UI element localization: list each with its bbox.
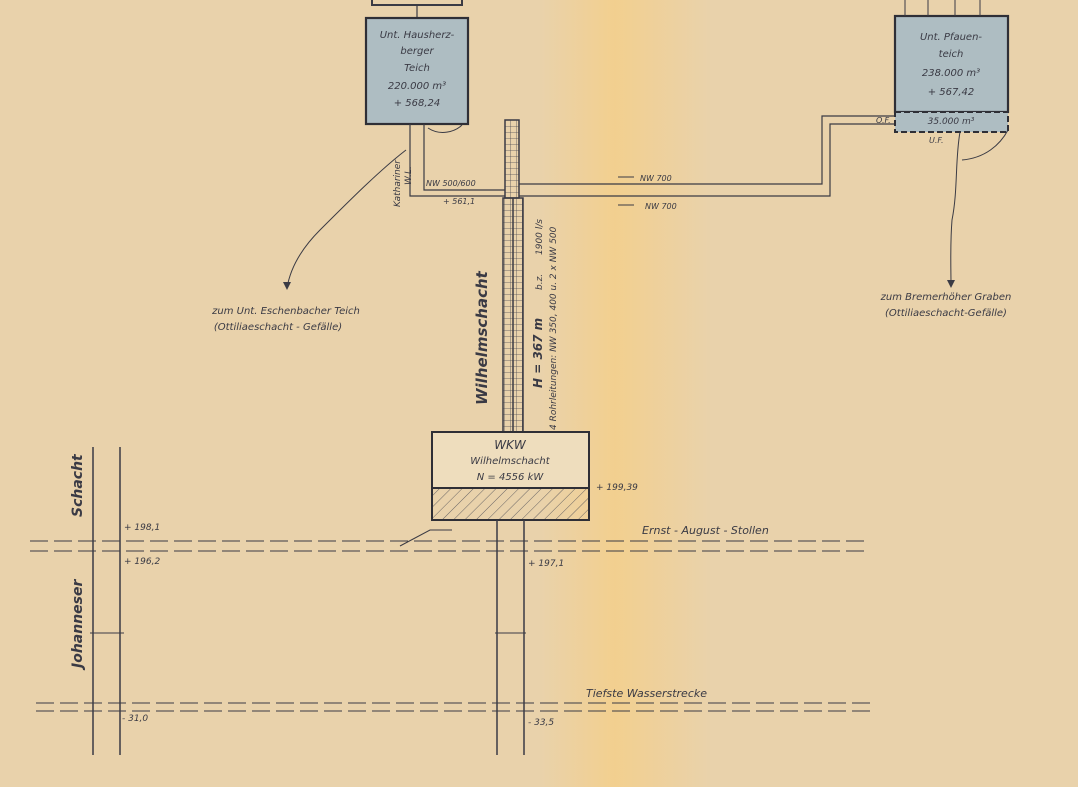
svg-text:(Ottiliaeschacht-Gefälle): (Ottiliaeschacht-Gefälle) <box>885 308 1007 319</box>
pfauen-inflows <box>904 0 981 16</box>
svg-text:220.000 m³: 220.000 m³ <box>388 81 446 92</box>
svg-text:NW 700: NW 700 <box>640 174 672 183</box>
svg-text:Wilhelmschacht: Wilhelmschacht <box>473 270 491 405</box>
svg-text:Wilhelmschacht: Wilhelmschacht <box>470 456 550 467</box>
tiefste-wasserstrecke <box>36 702 870 712</box>
svg-text:+ 561,1: + 561,1 <box>443 197 475 206</box>
ernst-august-stollen <box>30 540 865 552</box>
svg-text:+ 197,1: + 197,1 <box>528 559 564 569</box>
svg-text:b.z.: b.z. <box>535 274 545 290</box>
svg-text:Tiefste Wasserstrecke: Tiefste Wasserstrecke <box>586 687 707 700</box>
svg-text:- 31,0: - 31,0 <box>122 714 148 724</box>
arrow-icon <box>283 282 291 290</box>
eschenbach-curve <box>286 149 407 289</box>
svg-text:+ 196,2: + 196,2 <box>124 557 160 567</box>
svg-text:berger: berger <box>400 46 434 57</box>
outflow-pipe-left-2 <box>423 124 505 191</box>
svg-text:35.000 m³: 35.000 m³ <box>928 117 975 127</box>
svg-text:U.F.: U.F. <box>929 136 944 145</box>
svg-text:NW 500/600: NW 500/600 <box>426 179 476 188</box>
pipe-nw700-lower <box>519 123 895 197</box>
svg-text:zum Unt. Eschenbacher Teich: zum Unt. Eschenbacher Teich <box>211 306 360 317</box>
overflow-curve <box>427 124 463 133</box>
svg-text:1900 l/s: 1900 l/s <box>535 219 545 255</box>
stollen-junction <box>399 529 452 547</box>
overflow-curve-right <box>961 129 1009 161</box>
outflow-pipe-left <box>409 124 505 197</box>
svg-text:NW 700: NW 700 <box>645 202 677 211</box>
svg-text:Kathariner: Kathariner <box>393 159 403 207</box>
svg-text:N = 4556 kW: N = 4556 kW <box>477 472 545 483</box>
svg-text:Ernst - August - Stollen: Ernst - August - Stollen <box>642 524 769 537</box>
svg-text:+ 568,24: + 568,24 <box>394 98 441 109</box>
svg-text:teich: teich <box>939 49 964 60</box>
svg-text:Teich: Teich <box>404 63 430 74</box>
svg-text:- 33,5: - 33,5 <box>528 718 554 728</box>
svg-text:+ 567,42: + 567,42 <box>928 87 975 98</box>
pond-pfauen: Unt. Pfauen- teich 238.000 m³ + 567,42 3… <box>893 14 1010 133</box>
svg-text:H = 367 m: H = 367 m <box>531 318 545 388</box>
svg-text:+ 199,39: + 199,39 <box>596 483 638 493</box>
pipe-nw700-upper <box>519 115 895 185</box>
svg-text:Unt. Pfauen-: Unt. Pfauen- <box>920 32 982 43</box>
svg-text:4 Rohrleitungen: NW 350, 400 u: 4 Rohrleitungen: NW 350, 400 u. 2 x NW 5… <box>549 226 559 430</box>
svg-text:238.000 m³: 238.000 m³ <box>922 68 980 79</box>
arrow-icon <box>947 280 955 288</box>
pond-hausherzberger: Unt. Hausherz- berger Teich 220.000 m³ +… <box>364 16 470 126</box>
svg-text:Schacht: Schacht <box>70 453 86 517</box>
svg-text:+ 198,1: + 198,1 <box>124 523 160 533</box>
svg-text:Unt. Hausherz-: Unt. Hausherz- <box>380 30 455 41</box>
svg-text:Johanneser: Johanneser <box>70 579 86 671</box>
svg-text:zum Bremerhöher Graben: zum Bremerhöher Graben <box>880 292 1012 303</box>
upper-pond-stub <box>371 0 463 6</box>
bremerhoeh-curve <box>950 131 961 285</box>
power-station: WKW Wilhelmschacht N = 4556 kW <box>431 431 590 521</box>
shaft-tower <box>502 119 524 434</box>
svg-text:O.F.: O.F. <box>876 116 891 125</box>
svg-text:WKW: WKW <box>494 438 527 452</box>
svg-text:(Ottiliaeschacht - Gefälle): (Ottiliaeschacht - Gefälle) <box>214 322 342 333</box>
svg-text:W.L.: W.L. <box>404 166 414 185</box>
